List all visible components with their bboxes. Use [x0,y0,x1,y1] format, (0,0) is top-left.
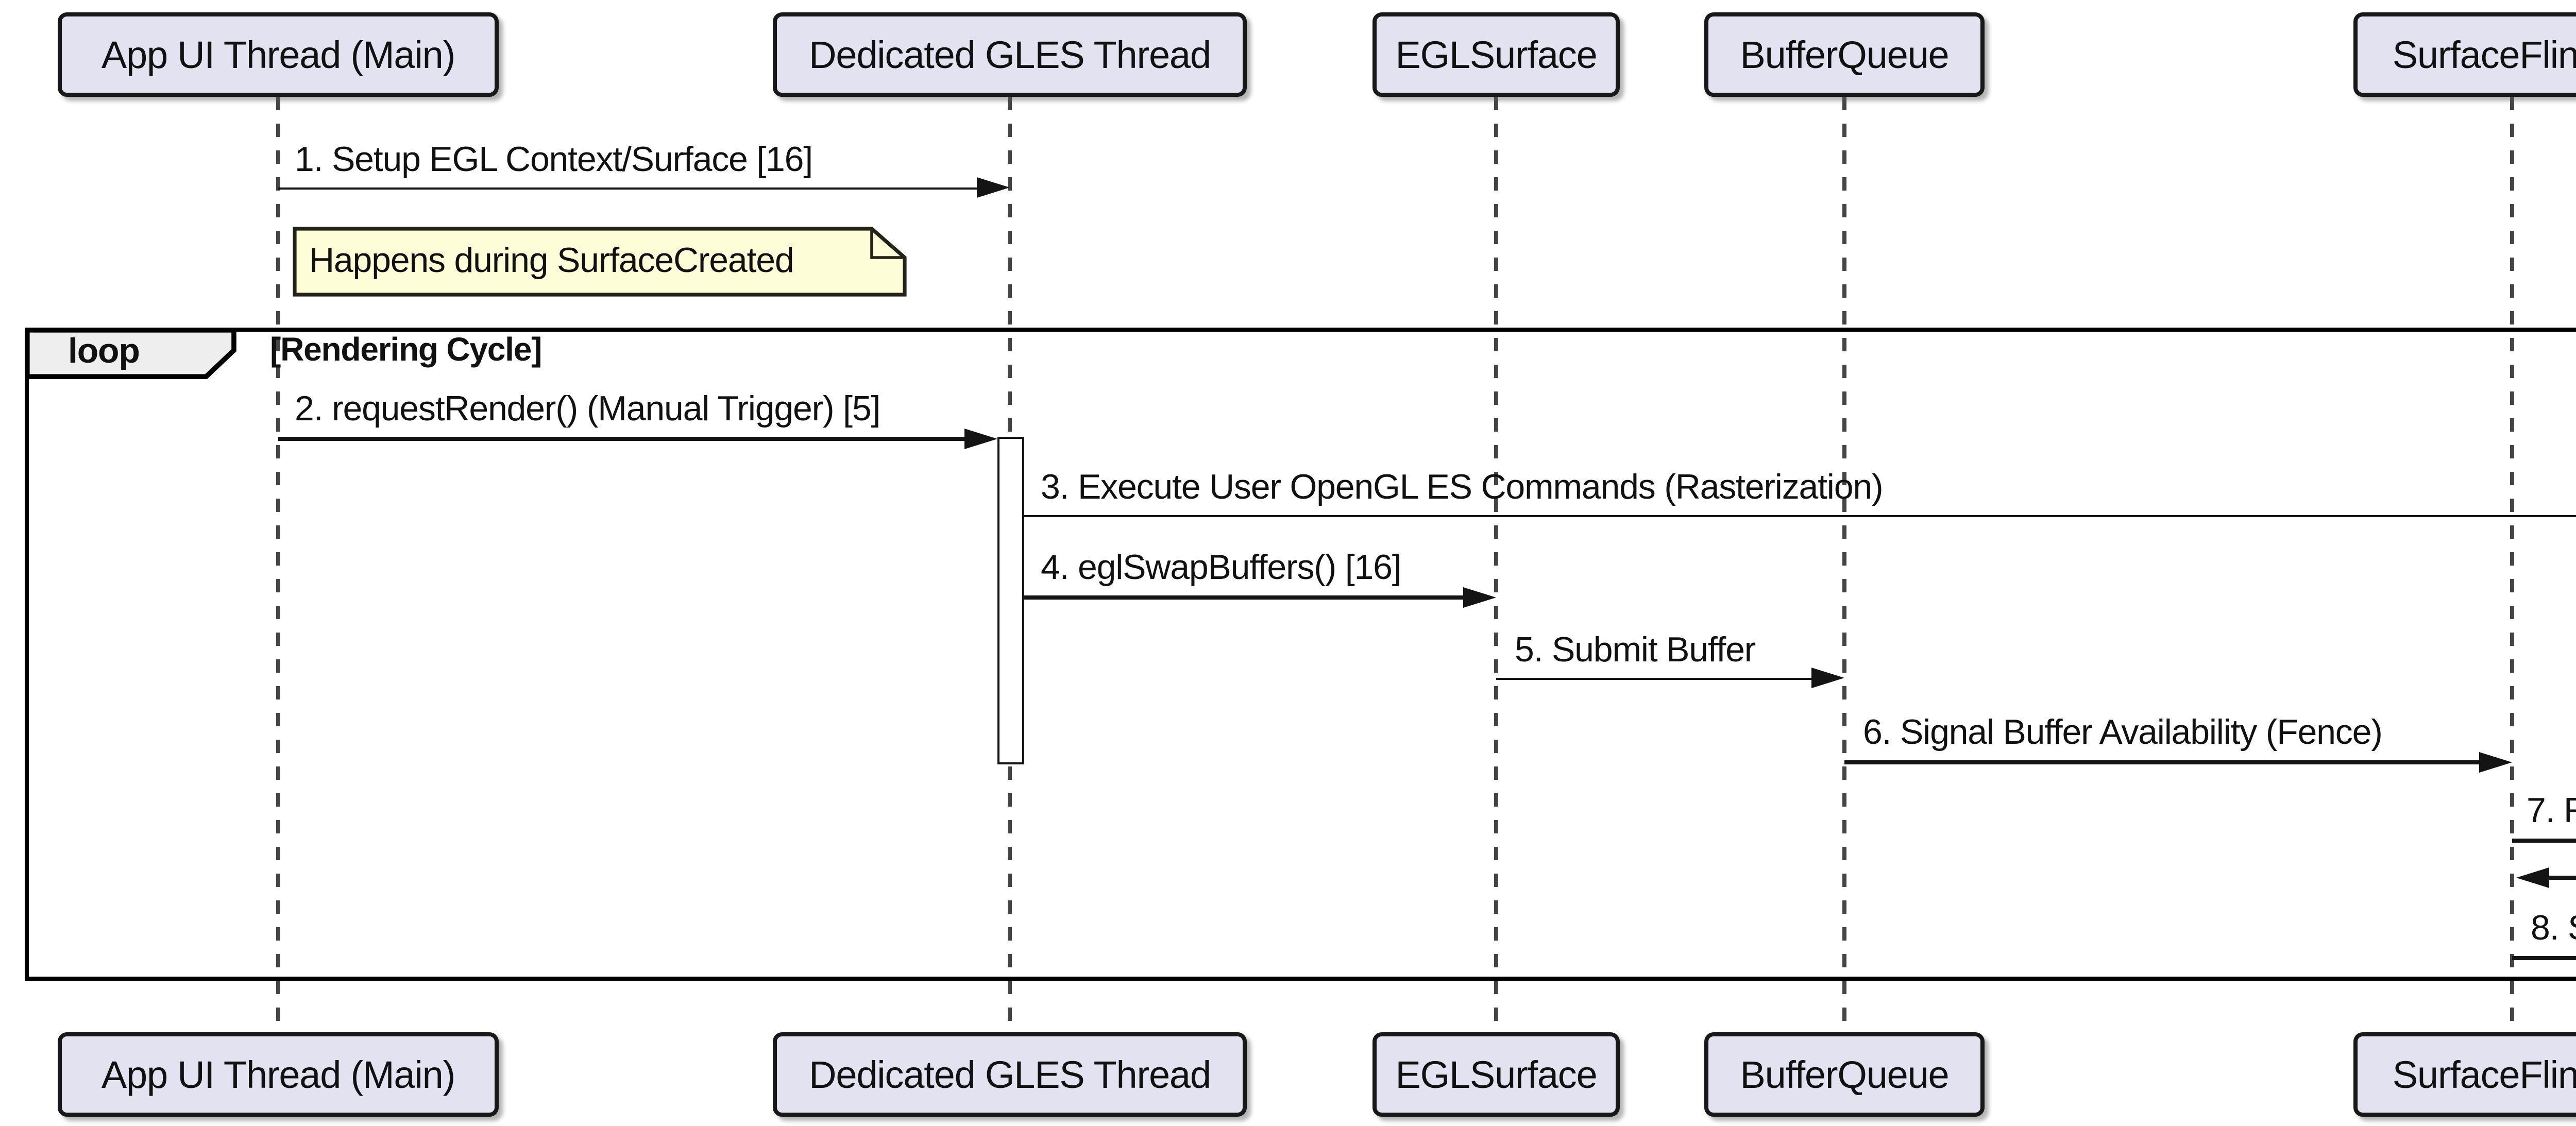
loop-operator-pentagon [25,328,236,379]
participant-label: SurfaceFlinger [2392,1052,2576,1095]
note-text: Happens during SurfaceCreated [309,241,794,280]
message-3-label: 3. Execute User OpenGL ES Commands (Rast… [1041,467,1884,506]
loop-condition-label: [Rendering Cycle] [270,333,543,368]
lifeline-buffer-queue [1842,97,1846,1032]
message-8-label: 8. System Composition & Display [2531,909,2576,948]
participant-label: EGLSurface [1395,1052,1597,1095]
message-7-label: 7. Receive Independent Layer [2527,791,2576,830]
message-4-line [1023,595,1463,600]
participant-label: SurfaceFlinger [2392,32,2576,75]
loop-operator-label: loop [68,332,140,371]
participant-gles-thread-top: Dedicated GLES Thread [773,12,1247,97]
message-7-out-line [2512,839,2576,843]
note-shape [292,227,906,297]
message-4-label: 4. eglSwapBuffers() [16] [1041,548,1402,587]
participant-label: Dedicated GLES Thread [809,32,1211,75]
participant-gles-thread-bottom: Dedicated GLES Thread [773,1032,1247,1117]
participant-surface-flinger-bottom: SurfaceFlinger [2353,1032,2576,1117]
loop-frame [25,328,2576,981]
message-6-arrowhead-icon [2479,751,2512,772]
message-8-line [2512,956,2576,960]
participant-label: BufferQueue [1740,1052,1949,1095]
message-4-arrowhead-icon [1463,586,1496,607]
participant-surface-flinger-top: SurfaceFlinger [2353,12,2576,97]
message-1-label: 1. Setup EGL Context/Surface [16] [295,139,813,178]
participant-label: App UI Thread (Main) [101,32,455,75]
participant-buffer-queue-bottom: BufferQueue [1704,1032,1985,1117]
participant-label: BufferQueue [1740,32,1949,75]
message-1-arrowhead-icon [977,177,1010,198]
lifeline-app-ui-thread [276,97,280,1032]
message-2-line [278,437,963,441]
message-6-label: 6. Signal Buffer Availability (Fence) [1863,713,2383,752]
participant-egl-surface-top: EGLSurface [1372,12,1620,97]
participant-label: App UI Thread (Main) [101,1052,455,1095]
participant-label: Dedicated GLES Thread [809,1052,1211,1095]
participant-egl-surface-bottom: EGLSurface [1372,1032,1620,1117]
message-6-line [1844,760,2479,764]
message-5-line [1496,677,1811,681]
participant-app-ui-thread-top: App UI Thread (Main) [58,12,499,97]
activation-bar-gles-thread [996,437,1023,764]
lifeline-surface-flinger [2510,97,2514,1032]
message-3-line [1023,514,2576,518]
participant-buffer-queue-top: BufferQueue [1704,12,1985,97]
participant-label: EGLSurface [1395,32,1597,75]
message-7-return-line [2549,876,2576,880]
message-7-arrowhead-icon [2516,866,2549,887]
message-5-arrowhead-icon [1811,668,1844,688]
message-2-arrowhead-icon [963,428,996,448]
message-2-label: 2. requestRender() (Manual Trigger) [5] [295,389,880,429]
lifeline-egl-surface [1494,97,1498,1032]
message-5-label: 5. Submit Buffer [1515,629,1756,669]
participant-app-ui-thread-bottom: App UI Thread (Main) [58,1032,499,1117]
message-1-line [278,186,979,191]
